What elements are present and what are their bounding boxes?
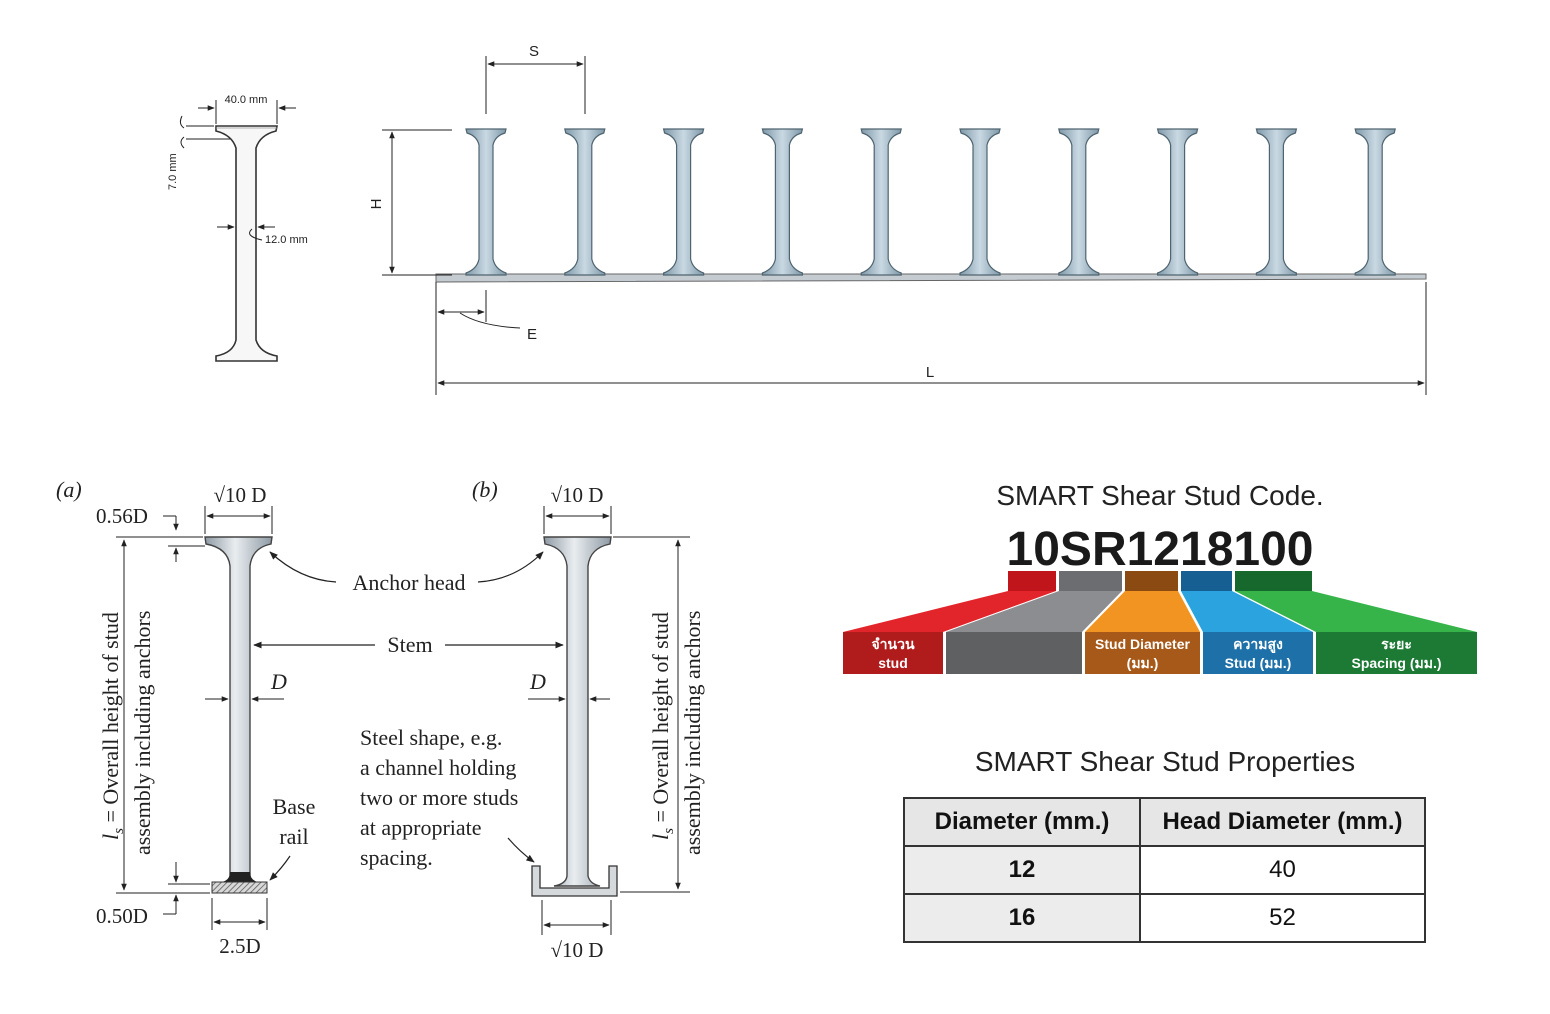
- fig-b-channel: [531, 865, 618, 897]
- rail-stud: [959, 128, 1001, 276]
- fig-a-height-text-2: assembly including anchors: [130, 611, 155, 855]
- code-segment-marker: [1008, 571, 1056, 591]
- fig-a-base-rail-label-2: rail: [279, 824, 308, 849]
- fig-b-height-text: ls = Overall height of stud: [648, 612, 677, 840]
- code-segment-label: Stud (มม.): [1225, 655, 1292, 671]
- code-segment-fan: [843, 591, 1056, 632]
- length-label: L: [926, 364, 934, 381]
- code-segment-fan: [1235, 591, 1477, 632]
- anchor-head-label: Anchor head: [352, 570, 465, 595]
- properties-title: SMART Shear Stud Properties: [974, 746, 1356, 777]
- fig-a-top-width: √10 D: [214, 483, 267, 507]
- rail-stud: [465, 128, 507, 276]
- rail-stud: [564, 128, 606, 276]
- fig-a-head-thickness: 0.56D: [96, 504, 148, 528]
- fig-a-base-width: 2.5D: [219, 934, 260, 958]
- stud-detail-outline: [215, 125, 278, 362]
- rail-stud: [662, 128, 705, 276]
- cell-diameter: 12: [903, 845, 1141, 895]
- height-label: H: [368, 199, 385, 210]
- code-segment-label: (มม.): [1127, 655, 1159, 671]
- rail-stud: [1058, 128, 1100, 276]
- code-segment-marker: [1059, 571, 1122, 591]
- code-segment-label: Spacing (มม.): [1351, 655, 1441, 671]
- stud-rail-diagram: S H E L: [368, 43, 1427, 395]
- steel-shape-text: Steel shape, e.g. a channel holding two …: [360, 725, 524, 870]
- code-segment-fan: [1181, 591, 1313, 632]
- shared-labels: Anchor head Stem: [253, 551, 564, 657]
- code-segment-marker: [1235, 571, 1312, 591]
- fig-b-stud: [543, 536, 612, 887]
- fig-b-top-width: √10 D: [551, 483, 604, 507]
- stem-label: Stem: [387, 632, 432, 657]
- fig-a-base-thickness: 0.50D: [96, 904, 148, 928]
- code-value: 10SR1218100: [1006, 523, 1314, 576]
- fig-a-label: (a): [56, 477, 82, 502]
- fig-a-stud: [204, 536, 273, 879]
- fig-a-base-rail: [211, 881, 268, 894]
- head-width-label: 40.0 mm: [225, 94, 268, 106]
- cell-diameter: 16: [903, 893, 1141, 943]
- table-row: 16 52: [903, 893, 1426, 943]
- code-breakdown: จำนวน stud Stud Diameter (มม.) ความสูง Stud (…: [843, 571, 1477, 674]
- code-segment-box: [1203, 632, 1313, 674]
- fig-a-stem-dim: D: [270, 669, 287, 694]
- cell-head-diameter: 40: [1139, 845, 1426, 895]
- code-title: SMART Shear Stud Code.: [996, 480, 1324, 511]
- rail-stud: [1156, 128, 1199, 276]
- properties-table: Diameter (mm.) Head Diameter (mm.) 12 40…: [903, 797, 1426, 943]
- rail-studs: [465, 128, 1396, 276]
- rail-stud: [761, 128, 804, 276]
- rail-stud: [1255, 128, 1298, 276]
- code-segment-label: stud: [878, 655, 908, 671]
- code-segment-label: Stud Diameter: [1095, 636, 1190, 652]
- rail-stud: [1354, 128, 1396, 276]
- code-segment-box: [1316, 632, 1477, 674]
- code-segment-box: [843, 632, 943, 674]
- fig-b-height-text-2: assembly including anchors: [680, 611, 705, 855]
- head-thickness-label: 7.0 mm: [167, 153, 179, 190]
- code-segment-label: ความสูง: [1233, 636, 1283, 653]
- fig-a-base-rail-label: Base: [273, 794, 316, 819]
- spacing-label: S: [529, 43, 539, 60]
- code-segment-box: [946, 632, 1082, 674]
- code-segment-label: ระยะ: [1381, 636, 1412, 652]
- edge-label: E: [527, 326, 537, 343]
- fig-b-stem-dim: D: [529, 669, 546, 694]
- stem-diameter-label: 12.0 mm: [265, 234, 308, 246]
- cell-head-diameter: 52: [1139, 893, 1426, 943]
- code-segment-box: [1085, 632, 1200, 674]
- figure-a: (a) √10 D 0.56D 0.50D ls = Overall heigh…: [56, 477, 315, 958]
- fig-b-bottom-width: √10 D: [551, 938, 604, 962]
- rail-stud: [860, 128, 902, 276]
- figure-b: (b) √10 D √10 D D ls = Overall height of…: [360, 477, 705, 962]
- code-segment-marker: [1181, 571, 1232, 591]
- code-segment-fan: [946, 591, 1122, 632]
- table-header-row: Diameter (mm.) Head Diameter (mm.): [903, 797, 1426, 847]
- column-header-head-diameter: Head Diameter (mm.): [1139, 797, 1426, 847]
- table-row: 12 40: [903, 845, 1426, 895]
- code-segment-label: จำนวน: [871, 636, 914, 652]
- code-segment-fan: [1085, 591, 1200, 632]
- code-segment-marker: [1125, 571, 1178, 591]
- stud-detail: 40.0 mm 7.0 mm 12.0 mm: [167, 94, 308, 362]
- fig-b-label: (b): [472, 477, 498, 502]
- column-header-diameter: Diameter (mm.): [903, 797, 1141, 847]
- fig-a-height-text: ls = Overall height of stud: [98, 612, 127, 840]
